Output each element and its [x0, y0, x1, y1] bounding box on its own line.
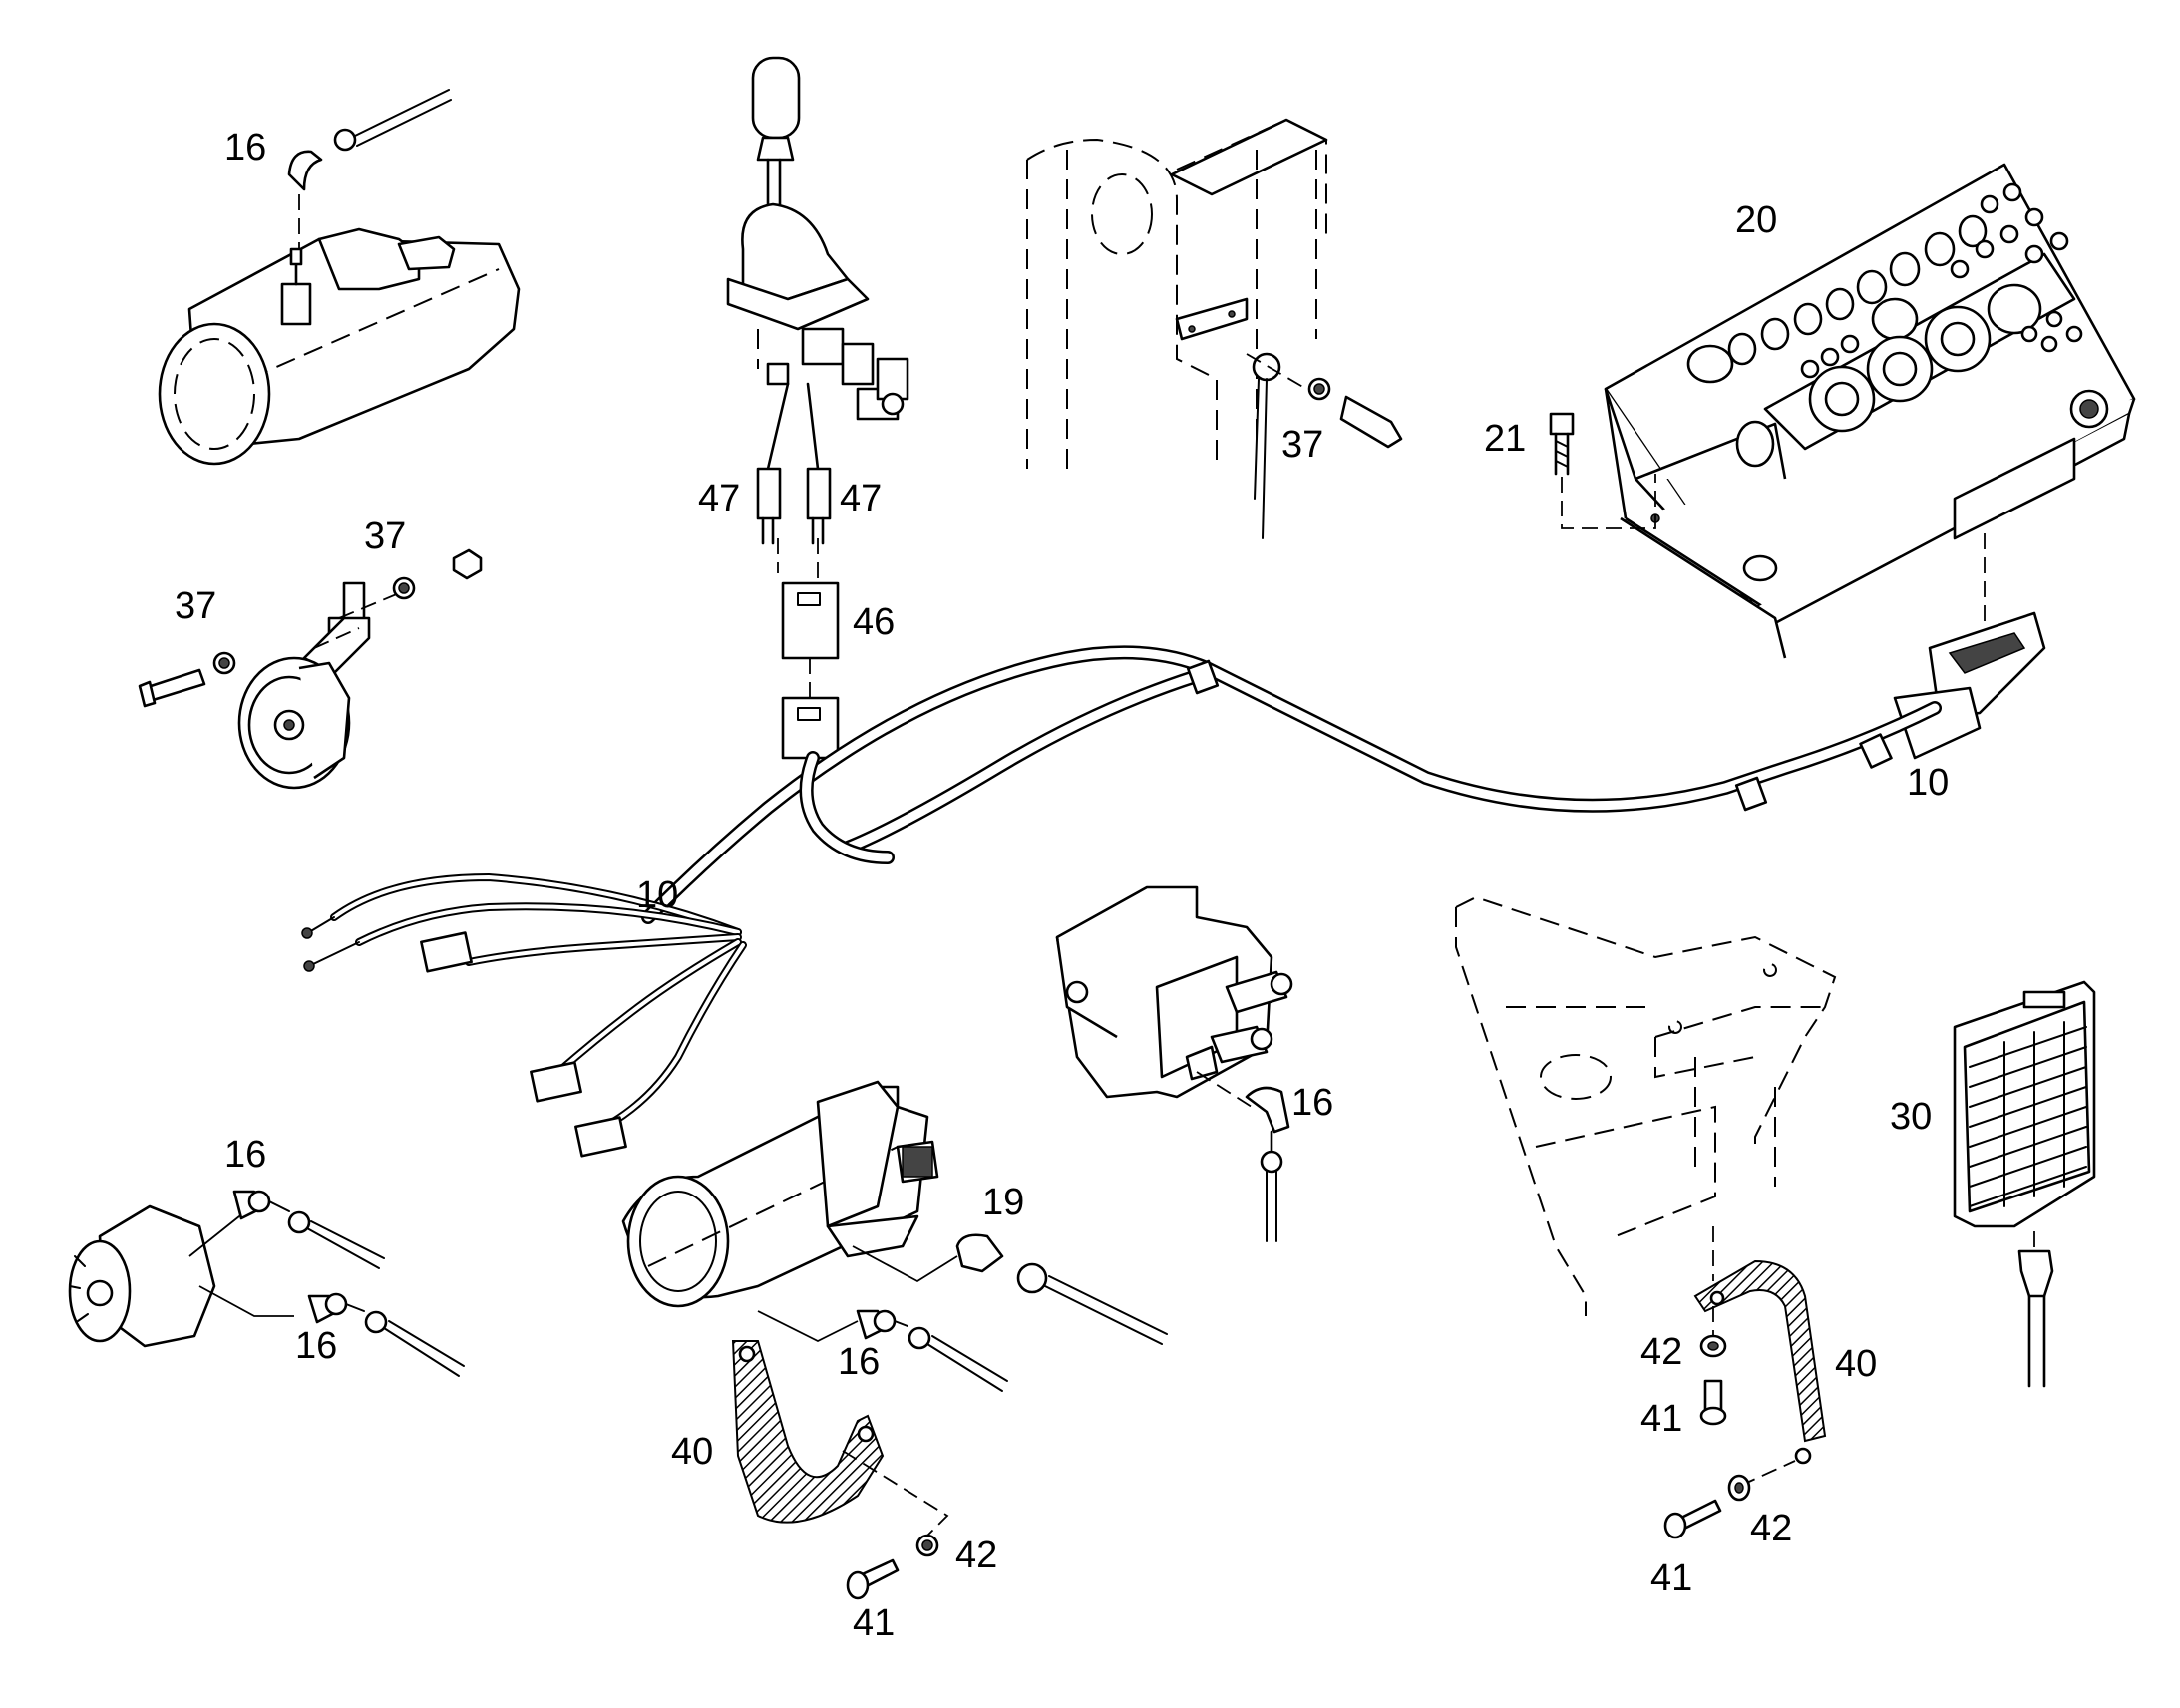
callout-40-right: 40: [1835, 1343, 1877, 1385]
callout-37-top: 37: [1281, 424, 1323, 466]
spade-connector-47-right: [806, 467, 832, 578]
bolt-41-right-lower: [1663, 1499, 1722, 1539]
starter-motor-bottom: [621, 1080, 939, 1308]
terminal-cap-16-top: [287, 89, 452, 249]
callout-42-left: 42: [955, 1535, 997, 1576]
terminal-cap-16-alt-lower: [307, 1292, 465, 1377]
callout-10-harness-right: 10: [1907, 762, 1949, 804]
callout-47-left: 47: [698, 478, 740, 519]
connector-housing-46: [781, 581, 840, 760]
terminal-cap-16-relay: [1196, 1071, 1290, 1242]
callout-37-horn-left: 37: [175, 585, 216, 627]
terminal-cap-19: [852, 1233, 1168, 1345]
callout-16-starter: 16: [838, 1341, 880, 1383]
bolt-41-right-upper: [1699, 1379, 1727, 1426]
callout-41-left: 41: [853, 1602, 895, 1644]
callout-47-right: 47: [840, 478, 882, 519]
joystick-control: [726, 56, 909, 471]
instrument-panel: [1604, 163, 2136, 659]
callout-41-right-upper: 41: [1640, 1398, 1682, 1440]
callout-40-left: 40: [671, 1431, 713, 1473]
callout-41-right-lower: 41: [1650, 1557, 1692, 1599]
starter-motor-top: [158, 227, 521, 466]
main-wiring-harness: [301, 645, 1942, 1158]
callout-42-right-upper: 42: [1640, 1331, 1682, 1373]
ground-strap-40-right: [1693, 1226, 1827, 1465]
callout-10-harness-center: 10: [636, 874, 678, 916]
alternator: [68, 1204, 294, 1348]
screw-21: [1549, 412, 1656, 529]
horn: [138, 548, 483, 790]
washer-42-right-upper: [1699, 1306, 1727, 1358]
callout-16-relay: 16: [1291, 1082, 1333, 1124]
callout-19: 19: [982, 1182, 1024, 1223]
callout-16-alt-upper: 16: [224, 1134, 266, 1176]
callout-37-horn-right: 37: [364, 515, 406, 557]
washer-42-left: [915, 1534, 939, 1557]
callout-42-right-lower: 42: [1750, 1508, 1792, 1549]
callout-30: 30: [1890, 1096, 1932, 1138]
frame-bracket-bottom: [1455, 895, 1837, 1316]
callout-16-alt-lower: 16: [295, 1325, 337, 1367]
callout-46: 46: [853, 601, 895, 643]
callout-21: 21: [1484, 418, 1526, 460]
bolt-41-left: [846, 1558, 900, 1600]
control-unit: [1953, 980, 2096, 1388]
terminal-cap-16-starter: [757, 1309, 1008, 1392]
ground-strap-40-left: [731, 1340, 949, 1537]
solenoid-relay: [1055, 885, 1293, 1099]
callout-20: 20: [1735, 199, 1777, 241]
frame-bracket-top: [1026, 118, 1328, 469]
ring-terminal-top: [1246, 352, 1403, 539]
callout-16-top: 16: [224, 127, 266, 169]
callout-labels: 16 47 47 46 37 37 37 20 21 10 10 16 30 1…: [175, 127, 1949, 1644]
washer-42-right-lower: [1727, 1460, 1796, 1502]
spade-connector-47-left: [756, 467, 782, 573]
terminal-cap-16-alt-upper: [232, 1190, 385, 1269]
